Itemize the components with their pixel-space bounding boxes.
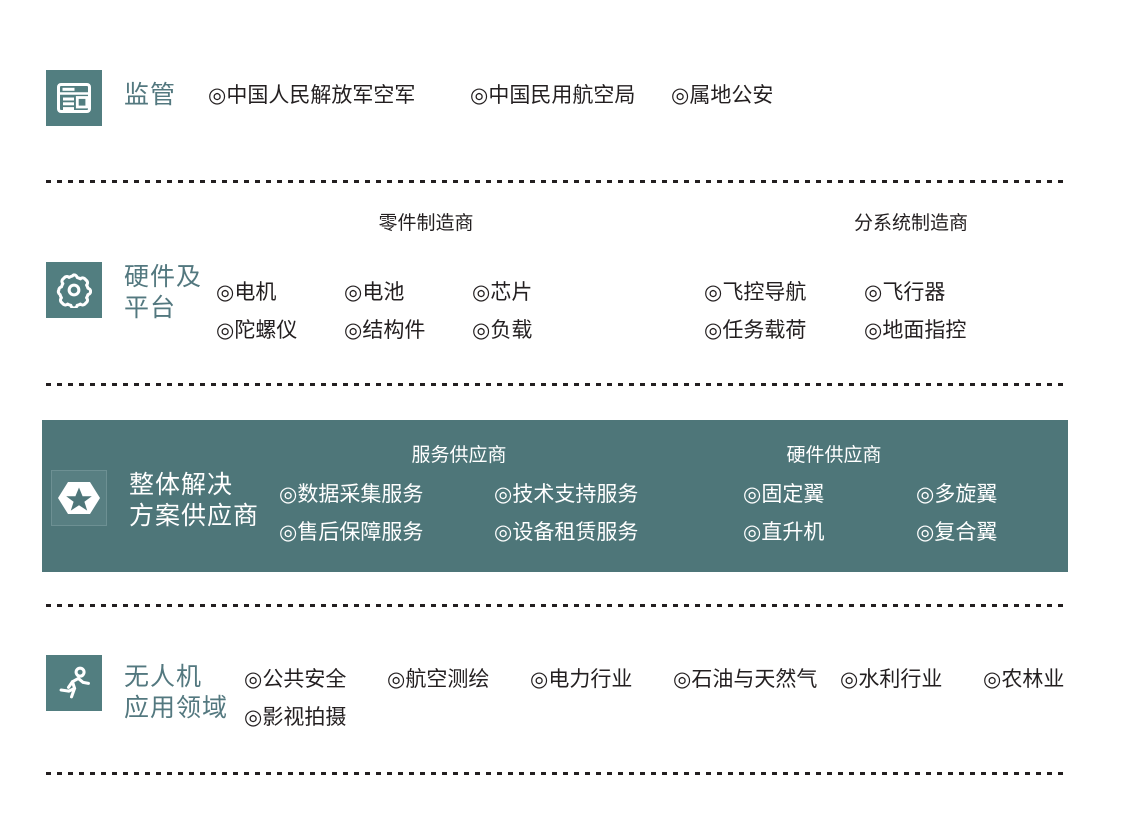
list-item[interactable]: ◎电力行业 xyxy=(530,668,633,691)
list-item[interactable]: ◎飞行器 xyxy=(864,281,946,304)
row-uav-label: 无人机 应用领域 xyxy=(124,663,229,722)
list-item[interactable]: ◎石油与天然气 xyxy=(673,668,818,691)
row-hardware-items: 零件制造商 分系统制造商 ◎电机 ◎电池 ◎芯片 ◎陀螺仪 ◎结构件 ◎负载 ◎… xyxy=(216,212,1086,362)
list-item[interactable]: ◎芯片 xyxy=(472,281,533,304)
list-item[interactable]: ◎数据采集服务 xyxy=(279,483,424,506)
list-item[interactable]: ◎属地公安 xyxy=(671,84,774,107)
hexagon-star-icon xyxy=(51,470,107,526)
row-solution-items: 服务供应商 硬件供应商 ◎数据采集服务 ◎技术支持服务 ◎售后保障服务 ◎设备租… xyxy=(279,420,1079,572)
list-item[interactable]: ◎水利行业 xyxy=(840,668,943,691)
list-item[interactable]: ◎影视拍摄 xyxy=(244,706,347,729)
list-item[interactable]: ◎电池 xyxy=(344,281,405,304)
list-item[interactable]: ◎结构件 xyxy=(344,319,426,342)
list-item[interactable]: ◎售后保障服务 xyxy=(279,521,424,544)
list-item[interactable]: ◎陀螺仪 xyxy=(216,319,298,342)
list-item[interactable]: ◎负载 xyxy=(472,319,533,342)
row-regulation-items: ◎中国人民解放军空军 ◎中国民用航空局 ◎属地公安 xyxy=(208,70,1058,126)
list-item[interactable]: ◎复合翼 xyxy=(916,521,998,544)
gear-icon xyxy=(46,262,102,318)
list-item[interactable]: ◎飞控导航 xyxy=(704,281,807,304)
group-title-service-supplier: 服务供应商 xyxy=(411,445,507,466)
group-title-hardware-supplier: 硬件供应商 xyxy=(786,445,882,466)
list-item[interactable]: ◎固定翼 xyxy=(743,483,825,506)
list-item[interactable]: ◎中国人民解放军空军 xyxy=(208,84,416,107)
list-item[interactable]: ◎公共安全 xyxy=(244,668,347,691)
row-hardware-platform: 硬件及 平台 零件制造商 分系统制造商 ◎电机 ◎电池 ◎芯片 ◎陀螺仪 ◎结构… xyxy=(46,212,1086,362)
list-item[interactable]: ◎中国民用航空局 xyxy=(470,84,636,107)
list-item[interactable]: ◎地面指控 xyxy=(864,319,967,342)
list-item[interactable]: ◎直升机 xyxy=(743,521,825,544)
row-regulation: 监管 ◎中国人民解放军空军 ◎中国民用航空局 ◎属地公安 xyxy=(46,70,1058,126)
band-content: 整体解决 方案供应商 服务供应商 硬件供应商 ◎数据采集服务 ◎技术支持服务 ◎… xyxy=(51,420,1079,572)
list-item[interactable]: ◎电机 xyxy=(216,281,277,304)
list-item[interactable]: ◎多旋翼 xyxy=(916,483,998,506)
divider-1 xyxy=(46,180,1068,183)
group-title-parts-manufacturer: 零件制造商 xyxy=(378,213,474,234)
row-hardware-label: 硬件及 平台 xyxy=(124,263,203,322)
list-item[interactable]: ◎设备租赁服务 xyxy=(494,521,639,544)
divider-3 xyxy=(46,604,1068,607)
row-regulation-label: 监管 xyxy=(124,81,177,109)
list-item[interactable]: ◎农林业 xyxy=(983,668,1065,691)
list-item[interactable]: ◎航空测绘 xyxy=(387,668,490,691)
row-uav-application: 无人机 应用领域 ◎公共安全 ◎航空测绘 ◎电力行业 ◎石油与天然气 ◎水利行业… xyxy=(46,655,1084,745)
list-item[interactable]: ◎任务载荷 xyxy=(704,319,807,342)
row-uav-items: ◎公共安全 ◎航空测绘 ◎电力行业 ◎石油与天然气 ◎水利行业 ◎农林业 ◎影视… xyxy=(244,655,1084,745)
divider-4 xyxy=(46,772,1068,775)
group-title-subsystem-manufacturer: 分系统制造商 xyxy=(853,213,968,234)
browser-window-icon xyxy=(46,70,102,126)
row-solution-label: 整体解决 方案供应商 xyxy=(129,471,260,530)
row-total-solution-supplier: 整体解决 方案供应商 服务供应商 硬件供应商 ◎数据采集服务 ◎技术支持服务 ◎… xyxy=(42,420,1068,572)
divider-2 xyxy=(46,383,1068,386)
running-person-icon xyxy=(46,655,102,711)
list-item[interactable]: ◎技术支持服务 xyxy=(494,483,639,506)
